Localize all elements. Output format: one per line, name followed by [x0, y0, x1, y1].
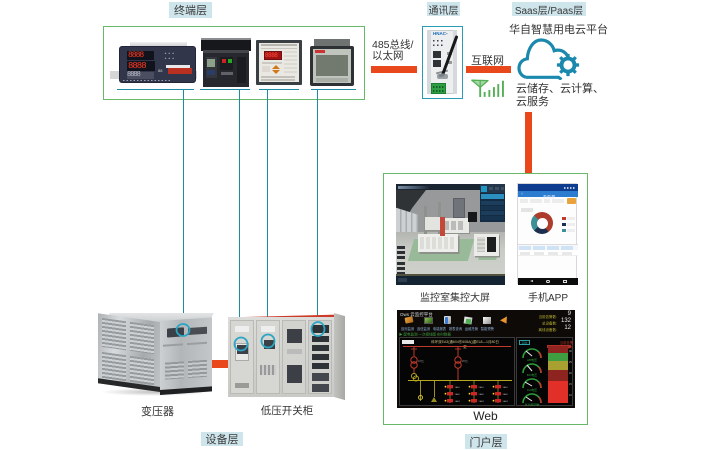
svg-text:2AA3: 2AA3: [479, 400, 485, 403]
svg-text:3AA2: 3AA2: [503, 393, 509, 396]
svg-text:CA电压: CA电压: [527, 387, 537, 392]
svg-text:1AA1: 1AA1: [455, 386, 461, 389]
svg-text:1AA3: 1AA3: [455, 400, 461, 403]
svg-text:AB电压: AB电压: [527, 357, 537, 362]
svg-text:1AA2: 1AA2: [455, 393, 461, 396]
svg-text:总功率因数: 总功率因数: [524, 402, 539, 406]
svg-text:BC电压: BC电压: [527, 372, 537, 377]
svg-text:2AA2: 2AA2: [479, 393, 485, 396]
svg-text:1#主变: 1#主变: [418, 359, 424, 363]
svg-text:2AA1: 2AA1: [479, 386, 485, 389]
svg-text:3AA1: 3AA1: [503, 386, 509, 389]
svg-text:3AA3: 3AA3: [503, 400, 509, 403]
svg-text:2#主变: 2#主变: [462, 359, 468, 363]
